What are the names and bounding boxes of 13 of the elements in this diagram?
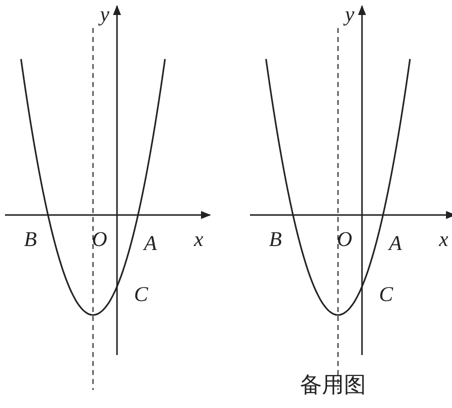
point-label: O xyxy=(337,228,352,250)
caption: 备用图 xyxy=(300,374,366,398)
axis-label: x xyxy=(439,228,448,250)
point-label: O xyxy=(92,228,108,250)
point-label: A xyxy=(144,232,157,254)
axis-label: y xyxy=(100,3,110,25)
axis-label: x xyxy=(194,228,204,250)
point-label: B xyxy=(269,228,282,250)
axis-label: y xyxy=(345,3,354,25)
point-label: B xyxy=(24,228,37,250)
point-label: A xyxy=(389,232,402,254)
point-label: C xyxy=(379,283,394,305)
point-label: C xyxy=(134,283,148,305)
